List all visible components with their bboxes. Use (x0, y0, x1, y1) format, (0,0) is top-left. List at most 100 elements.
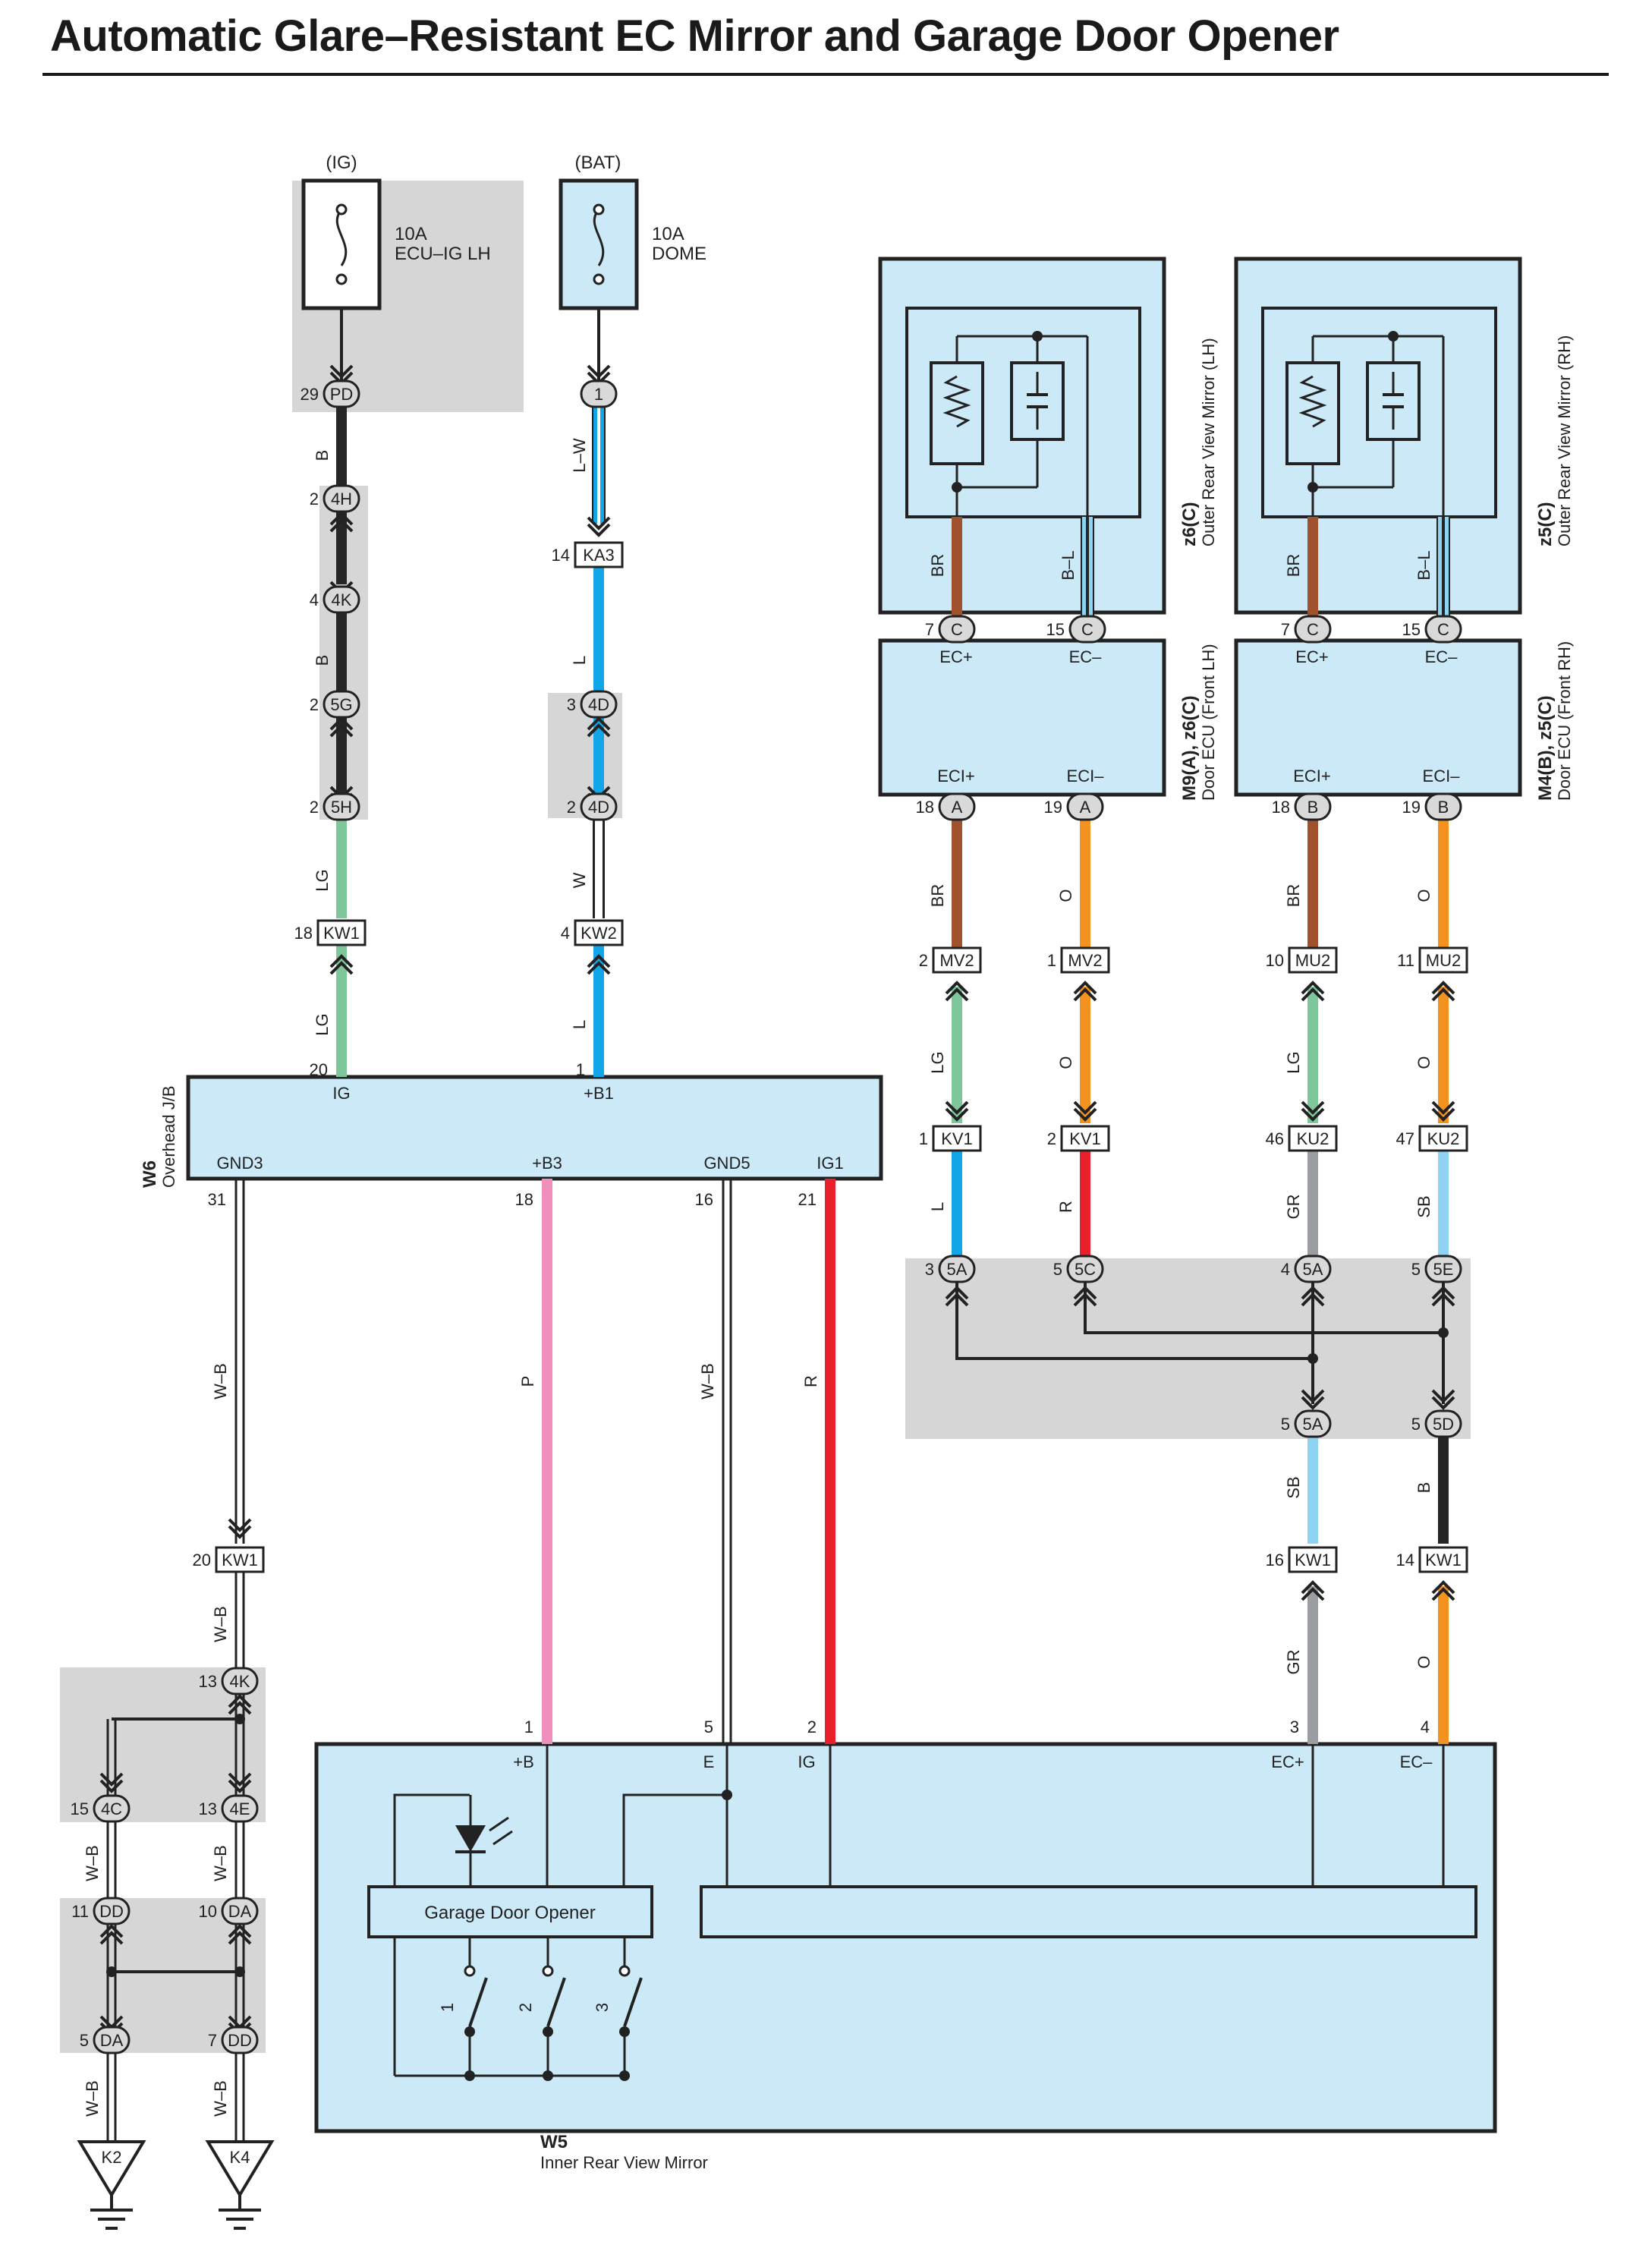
conn-kw1-18-pin: 18 (294, 924, 313, 943)
switch-3-blade (623, 1977, 643, 2027)
arrow-da (228, 1931, 252, 1945)
conn-4k-b-label: 4K (230, 1672, 250, 1691)
conn-4e (221, 1794, 259, 1823)
col-lh-ecim-conn-low-label: KV1 (1069, 1129, 1101, 1148)
conn-5g-label: 5G (330, 695, 352, 714)
switch-common-dot (464, 2070, 475, 2081)
col-rh-ecip-conn-low (1288, 1125, 1338, 1152)
col-rh-ecip-ecu-pin-pin: 18 (1272, 798, 1290, 817)
rh-pin-ecip: ECI+ (1293, 767, 1331, 786)
w6-pin-gnd3: GND3 (216, 1154, 263, 1173)
ig-source-label: (IG) (326, 153, 357, 173)
led-ray (489, 1816, 509, 1832)
junction-dot (234, 1714, 245, 1724)
conn-kw1-20-label: KW1 (222, 1551, 258, 1570)
wcode-wb2: W–B (211, 1606, 230, 1642)
conn-4k (323, 585, 360, 614)
conn-4h-pin: 2 (310, 490, 319, 508)
ig-fuse-name: ECU–IG LH (395, 244, 491, 264)
conn-ka3-pin: 14 (552, 546, 570, 565)
conn-4k-label: 4K (332, 590, 352, 609)
col-rh-ecim-conn-mid (1418, 946, 1468, 974)
col-lh-ecip-ecu-pin-pin: 18 (916, 798, 934, 817)
lh-pin-ecp: EC+ (939, 647, 972, 666)
conn-4k-pin: 4 (310, 590, 319, 609)
conn-5a-2-label: 5A (1303, 1260, 1323, 1279)
fuse-icon (335, 209, 348, 266)
switch-terminal (618, 1965, 631, 1977)
conn-4c-pin: 15 (71, 1799, 89, 1818)
conn-da-1 (221, 1897, 259, 1925)
wcode-wb7: W–B (211, 2080, 230, 2117)
conn-5e-label: 5E (1433, 1260, 1454, 1279)
conn-4h (323, 484, 360, 513)
col-rh-ecip-ecu-pin-label: B (1307, 798, 1319, 817)
conn-dd-1 (93, 1897, 131, 1925)
w5-pin-ecm: EC– (1400, 1752, 1433, 1771)
col-rh-ecip-code1: BR (1284, 884, 1303, 908)
col-lh-ecip-conn-mid-label: MV2 (939, 951, 974, 970)
wcode-lw: L–W (570, 438, 589, 472)
conn-ka3-label: KA3 (583, 546, 615, 565)
col-rh-ecim-arrow-down (1431, 1107, 1455, 1122)
switch-1-blade (468, 1977, 488, 2027)
conn-4d-a-pin: 3 (567, 695, 576, 714)
fuse-terminal (593, 203, 605, 216)
conn-4e-pin: 13 (199, 1799, 217, 1818)
arrow-4h (329, 512, 354, 526)
conn-4d-a-label: 4D (588, 695, 609, 714)
ec-control-block (700, 1885, 1477, 1938)
conn-kw1-14 (1418, 1546, 1468, 1573)
led-ray (492, 1830, 513, 1846)
conn-5d-label: 5D (1433, 1415, 1454, 1434)
pin-gnd5: 16 (695, 1190, 713, 1209)
arrow-kw1-16 (1301, 1587, 1325, 1601)
wcode-w: W (570, 872, 589, 888)
wire-bl-rh-conn-pin: 15 (1402, 620, 1421, 639)
col-lh-ecim-ecu-pin-pin: 19 (1044, 798, 1062, 817)
conn-kw1-16 (1288, 1546, 1338, 1573)
w5-pin-e: E (703, 1752, 715, 1771)
ig-fuse-rating: 10A (395, 224, 427, 244)
wire-bl-rh-conn (1424, 615, 1462, 644)
col-lh-ecim-conn-low-pin: 2 (1047, 1129, 1056, 1148)
col-rh-ecim-conn-low (1418, 1125, 1468, 1152)
arrow-kw1-20 (228, 1518, 252, 1532)
wcode-lg1: LG (313, 869, 332, 891)
conn-kw1-18-label: KW1 (323, 924, 360, 943)
wire-br-lh-conn-label: C (951, 620, 963, 639)
wire-br-rh-conn-label: C (1307, 620, 1319, 639)
junction-dot (106, 1966, 117, 1977)
arrow-5d (1431, 1396, 1455, 1410)
col-rh-ecip-conn-mid-pin: 10 (1266, 951, 1284, 970)
wire-bl-lh-conn-label: C (1081, 620, 1093, 639)
arrow-kw1-14 (1431, 1580, 1455, 1595)
pin-w5-ig: 2 (807, 1717, 817, 1736)
col-lh-ecim-code1: O (1056, 889, 1075, 902)
w6-name: Overhead J/B (159, 1085, 178, 1188)
rh-pin-ecm: EC– (1425, 647, 1458, 666)
junction-dot (234, 1966, 245, 1977)
conn-kw1-14-label: KW1 (1425, 1551, 1462, 1570)
switch-common-dot (619, 2070, 630, 2081)
lh-mirror-name: Outer Rear View Mirror (LH) (1199, 338, 1218, 546)
w6-overhead-jb (186, 1075, 883, 1181)
arrow-4h (329, 518, 354, 533)
arrow-5a-3 (1301, 1396, 1325, 1410)
conn-5c-label: 5C (1075, 1260, 1096, 1279)
col-rh-ecim-conn-mid-label: MU2 (1426, 951, 1461, 970)
conn-1-label: 1 (594, 385, 603, 404)
conn-kw2-label: KW2 (581, 924, 617, 943)
col-rh-ecim-code1: O (1414, 889, 1433, 902)
pin-b3: 18 (515, 1190, 533, 1209)
conn-ka3 (574, 541, 624, 568)
wcode-b3: B (1414, 1482, 1433, 1494)
wcode-gr2: GR (1284, 1650, 1303, 1675)
conn-pd-pin: 29 (301, 385, 319, 404)
rh-ecu-name: Door ECU (Front RH) (1555, 641, 1574, 801)
wcode-wb4: W–B (83, 1845, 102, 1881)
arrow-dd (99, 1931, 124, 1945)
conn-kw1-16-label: KW1 (1295, 1551, 1331, 1570)
wire-br-rh-conn (1294, 615, 1332, 644)
wcode-l2: L (570, 1020, 589, 1029)
